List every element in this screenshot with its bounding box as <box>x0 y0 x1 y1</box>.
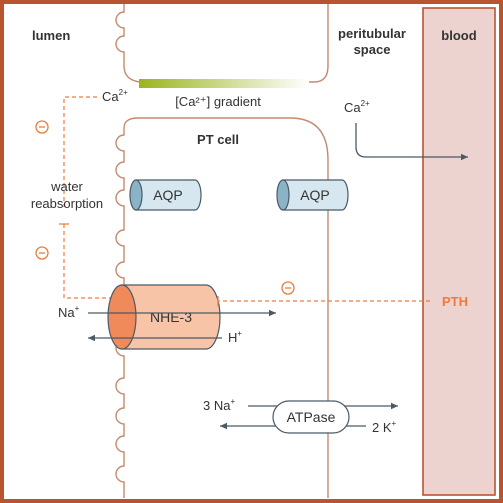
peritubular-label-line1: peritubular <box>338 26 406 41</box>
two-potassium-label: 2 K+ <box>372 419 397 435</box>
pt-cell-label: PT cell <box>197 132 239 147</box>
calcium-to-blood-arrow <box>355 123 468 161</box>
blood-label: blood <box>441 28 476 43</box>
proton-out-label: H+ <box>228 329 242 345</box>
atpase-label: ATPase <box>287 409 336 425</box>
inhibit-symbol-water <box>35 246 49 260</box>
aqp-channel-apical: AQP <box>129 179 202 211</box>
upper-cell-outline <box>115 4 329 83</box>
sodium-in-label: Na+ <box>58 304 80 320</box>
water-reabsorption-line2: reabsorption <box>31 196 103 211</box>
nhe3-exchanger: NHE-3 <box>107 284 221 350</box>
blood-column <box>422 7 496 496</box>
water-inhibition-dashed-line <box>63 224 114 299</box>
inhibit-symbol-calcium <box>35 120 49 134</box>
nhe3-label: NHE-3 <box>150 309 192 325</box>
atpase-pump <box>272 400 350 434</box>
pt-cell-outline <box>115 117 329 498</box>
three-sodium-label: 3 Na+ <box>203 397 235 413</box>
peritubular-label-line2: space <box>354 42 391 57</box>
peritubular-calcium-label: Ca2+ <box>344 99 370 115</box>
calcium-gradient-bar <box>139 79 309 88</box>
calcium-gradient-label: [Ca²⁺] gradient <box>175 94 261 109</box>
water-reabsorption-line1: water <box>50 179 83 194</box>
aqp-apical-label: AQP <box>153 187 183 203</box>
pth-label: PTH <box>442 294 468 309</box>
lumen-calcium-label: Ca2+ <box>102 88 128 104</box>
inhibit-symbol-pth <box>281 281 295 295</box>
aqp-basolateral-label: AQP <box>300 187 330 203</box>
lumen-label: lumen <box>32 28 70 43</box>
calcium-inhibition-dashed-line <box>63 96 97 207</box>
aqp-channel-basolateral: AQP <box>276 179 349 211</box>
